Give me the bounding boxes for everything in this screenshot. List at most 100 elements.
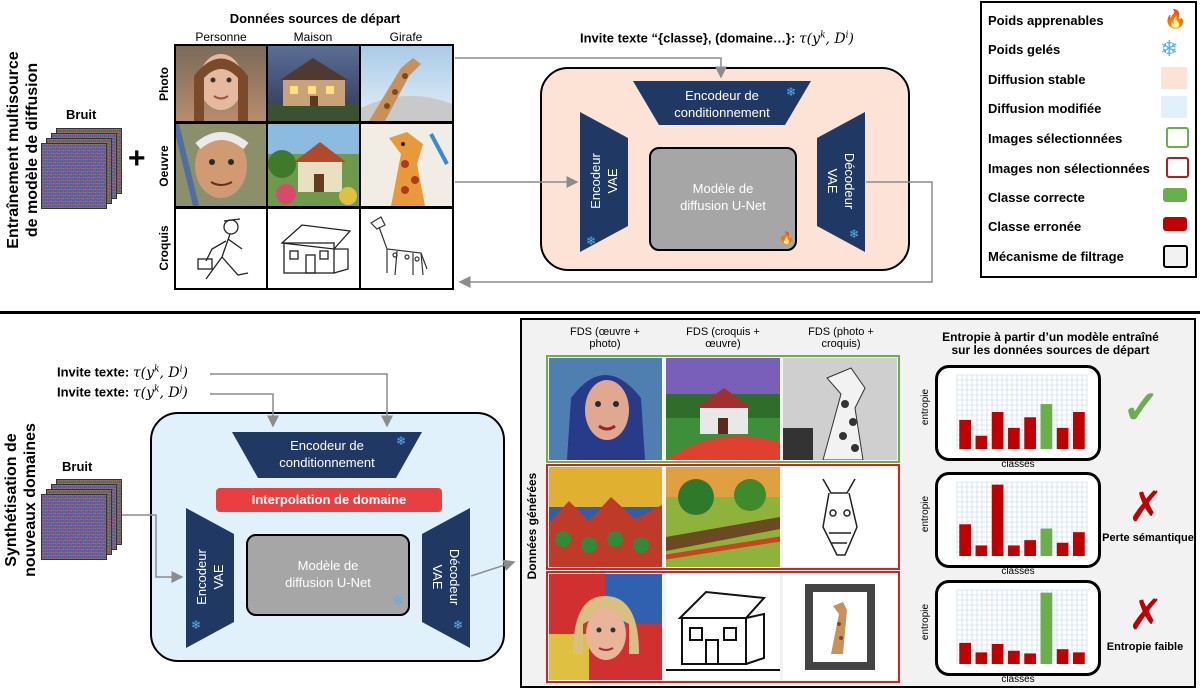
top-prompt: Invite texte “{classe}, (domaine…}: τ(yk… xyxy=(580,30,855,47)
snowflake-icon: ❄ xyxy=(586,234,597,248)
cross-icon: ✗ xyxy=(1128,483,1164,530)
bar-correct-class xyxy=(1040,404,1053,449)
noise-image xyxy=(41,143,107,209)
sketch-person xyxy=(176,209,266,288)
artwork-person xyxy=(176,124,266,206)
bar-wrong-class xyxy=(959,524,971,556)
legend-swatch-unselected xyxy=(1166,157,1189,178)
axis-label-x: classes xyxy=(1001,459,1035,470)
legend-swatch-filter xyxy=(1163,245,1188,268)
unselected-row xyxy=(546,571,900,683)
top-encoder-cond-shape xyxy=(633,81,811,125)
bar-wrong-class xyxy=(991,412,1004,449)
unselected-row xyxy=(546,464,900,570)
generated-data-label: Données générées xyxy=(525,472,539,580)
sketch-house xyxy=(268,209,359,288)
snowflake-icon: ❄ xyxy=(1160,36,1179,61)
generated-image xyxy=(549,467,662,567)
noise-image xyxy=(41,494,107,560)
top-decoder-vae-shape xyxy=(817,112,865,252)
outcome-label: Entropie faible xyxy=(1106,641,1184,653)
top-arrows xyxy=(455,57,933,288)
legend-label: Diffusion modifiée xyxy=(988,101,1102,116)
prompt-2: Invite texte: τ(yk, Dj) xyxy=(57,384,188,401)
axis-label-x: classes xyxy=(1001,566,1035,577)
bar-wrong-class xyxy=(1073,652,1085,664)
top-unet-box xyxy=(649,147,797,251)
legend-label: Diffusion stable xyxy=(988,72,1086,87)
bar-wrong-class xyxy=(1024,540,1036,556)
legend-swatch-wrong xyxy=(1163,217,1187,231)
bar-wrong-class xyxy=(975,435,988,449)
entropy-chart xyxy=(956,481,1088,556)
bar-wrong-class xyxy=(1056,649,1069,664)
bar-wrong-class xyxy=(1073,532,1085,556)
top-encoder-vae-shape xyxy=(580,112,628,252)
bar-wrong-class xyxy=(959,642,971,664)
photo-person xyxy=(176,46,266,121)
legend-label: Images sélectionnées xyxy=(988,131,1123,146)
axis-label-x: classes xyxy=(1001,674,1035,685)
col-header-house: Maison xyxy=(293,30,333,44)
flame-icon: 🔥 xyxy=(779,231,794,245)
legend-swatch-stable xyxy=(1161,67,1187,89)
prompt-1: Invite texte: τ(yk, Di) xyxy=(57,364,188,381)
legend-label: Classe erronée xyxy=(988,219,1082,234)
photo-giraffe xyxy=(361,46,452,121)
entropy-chart xyxy=(956,589,1088,664)
artwork-house xyxy=(268,124,359,206)
bar-wrong-class xyxy=(991,484,1004,556)
bar-wrong-class xyxy=(1073,412,1085,449)
bar-wrong-class xyxy=(1008,427,1020,449)
snowflake-icon: ❄ xyxy=(453,618,464,632)
fds-header: FDS (croquis +œuvre) xyxy=(686,326,760,350)
bar-wrong-class xyxy=(1056,542,1069,556)
domain-interpolation-bar: Interpolation de domaine xyxy=(216,488,442,512)
fds-header: FDS (œuvre +photo) xyxy=(570,326,640,350)
entropy-chart xyxy=(956,374,1088,449)
generated-image xyxy=(666,358,780,460)
generated-image xyxy=(666,467,780,567)
bar-wrong-class xyxy=(1056,427,1069,449)
generated-image xyxy=(783,574,897,680)
generated-image xyxy=(549,358,662,460)
bar-wrong-class xyxy=(1024,653,1036,664)
bottom-encoder-vae-shape xyxy=(186,508,234,648)
outcome-label: Perte sémantique xyxy=(1102,532,1194,544)
legend-swatch-selected xyxy=(1166,127,1189,148)
bar-wrong-class xyxy=(1008,545,1020,556)
generated-image xyxy=(783,467,897,567)
checkmark-icon: ✓ xyxy=(1122,381,1161,433)
legend-swatch-correct xyxy=(1163,188,1187,202)
photo-house xyxy=(268,46,359,121)
bottom-arrows xyxy=(122,373,516,583)
bottom-unet-box xyxy=(246,534,410,616)
axis-label-y: entropie xyxy=(920,495,931,533)
bar-wrong-class xyxy=(1008,650,1020,664)
snowflake-icon: ❄ xyxy=(396,434,407,448)
source-data-title: Données sources de départ xyxy=(229,11,401,26)
selected-row xyxy=(546,355,900,463)
artwork-giraffe xyxy=(361,124,452,206)
bottom-encoder-cond-shape xyxy=(232,432,422,478)
legend-label: Poids apprenables xyxy=(988,13,1104,28)
bottom-noise-label: Bruit xyxy=(62,459,93,474)
plus-sign: + xyxy=(128,142,146,175)
generated-image xyxy=(549,574,662,680)
axis-label-y: entropie xyxy=(920,603,931,641)
legend-label: Mécanisme de filtrage xyxy=(988,249,1124,264)
legend-label: Classe correcte xyxy=(988,190,1085,205)
bottom-decoder-vae-shape xyxy=(422,508,470,648)
bar-wrong-class xyxy=(975,652,988,664)
snowflake-icon: ❄ xyxy=(786,85,797,99)
bar-wrong-class xyxy=(975,545,988,556)
axis-label-y: entropie xyxy=(920,388,931,426)
section-divider xyxy=(0,311,1200,314)
col-header-giraffe: Girafe xyxy=(389,30,423,44)
legend-box xyxy=(980,1,1197,278)
bar-wrong-class xyxy=(959,419,971,449)
